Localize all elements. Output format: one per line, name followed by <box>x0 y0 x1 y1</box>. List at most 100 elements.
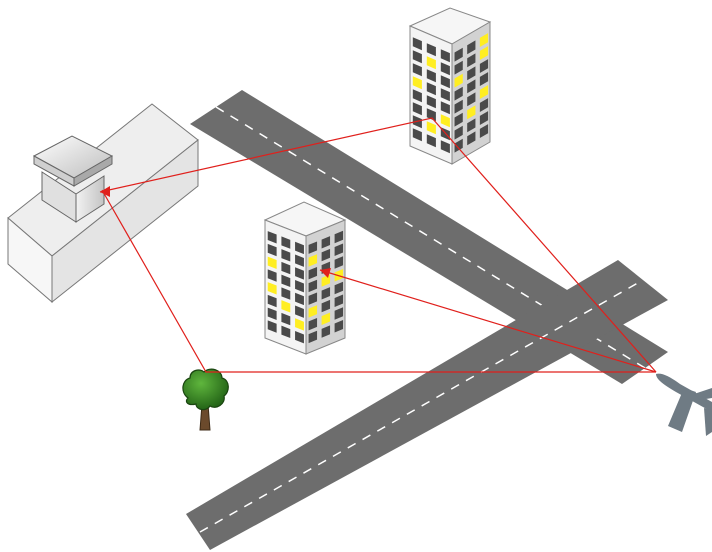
tall-building-back-window <box>440 101 450 115</box>
tall-building-front-window <box>308 241 318 254</box>
tree <box>182 368 229 431</box>
tall-building-back-window <box>479 59 489 73</box>
tall-building-back-window <box>412 102 422 116</box>
tall-building-front-window <box>267 282 277 295</box>
tall-building-front-window <box>281 274 291 288</box>
tall-building-front-window <box>267 320 277 333</box>
tall-building-front-window <box>334 307 344 320</box>
aircraft-wing <box>668 388 696 432</box>
tall-building-front-window <box>281 312 291 326</box>
tall-building-front-window <box>295 279 304 293</box>
signal-path-via-back-building <box>99 117 657 373</box>
tall-building-front-window <box>267 231 277 244</box>
tall-building-front-window <box>281 325 291 339</box>
signal-paths <box>99 117 657 373</box>
tall-building-back-window <box>467 105 476 120</box>
tall-building-front-window <box>308 330 318 344</box>
tall-building-back-window <box>479 85 489 99</box>
tall-building-back-window <box>412 76 422 90</box>
tall-building-back-window <box>479 98 489 112</box>
tall-building-front-window <box>334 230 344 244</box>
tall-building-front-window <box>295 305 304 318</box>
tall-building-back-window <box>467 131 476 146</box>
arrowhead-front-building <box>320 268 331 278</box>
tall-building-front-window <box>295 241 304 255</box>
tall-building-front-window <box>321 312 331 326</box>
tall-building-front <box>263 201 347 355</box>
tall-building-back-window <box>479 46 489 60</box>
tall-building-back-window <box>426 134 436 148</box>
runway-2-surface <box>186 260 668 550</box>
tall-building-front-window <box>308 279 318 293</box>
tall-building-back-window <box>479 124 489 138</box>
tall-building-front-window <box>281 249 291 262</box>
tall-building-front-window <box>267 243 277 257</box>
tall-building-back-window <box>467 92 476 107</box>
tall-building-back-window <box>440 49 450 63</box>
tall-building-front-window <box>308 254 318 267</box>
tall-building-back-window <box>467 79 476 94</box>
tall-building-back-window <box>412 128 422 142</box>
tall-building-front-window <box>321 299 331 313</box>
tall-building-front-window <box>308 292 318 305</box>
runway-2 <box>186 260 668 550</box>
tall-building-front-window <box>321 287 331 300</box>
tall-building-front-window <box>281 300 291 313</box>
tower-body-right <box>75 175 105 223</box>
tall-building-back-window <box>479 33 489 47</box>
tall-building-front-window <box>334 256 344 269</box>
tall-building-front-window <box>295 267 304 280</box>
tall-building-back-window <box>426 108 436 122</box>
tall-building-front-window <box>281 261 291 275</box>
tall-building-front-window <box>281 236 291 249</box>
tall-building-back-window <box>440 114 450 128</box>
tall-building-back-window <box>454 112 463 127</box>
tall-building-front-window <box>334 281 344 295</box>
aircraft-wing-upper <box>694 388 712 400</box>
tall-building-front-window <box>321 236 331 249</box>
tall-building-back-window <box>426 121 436 135</box>
tall-building-back-window <box>440 62 450 76</box>
tall-building-back-window <box>440 75 450 89</box>
tall-building-front-window <box>308 317 318 331</box>
tall-building-back-window <box>467 66 476 81</box>
signal-arrowheads <box>100 186 331 278</box>
control-building <box>7 103 199 304</box>
tall-building-back-window <box>426 82 436 96</box>
signal-path-to-front-building <box>319 269 657 373</box>
tall-building-back-window <box>454 60 463 75</box>
tall-building-back-window <box>412 63 422 77</box>
tall-building-back-window <box>440 140 450 154</box>
tall-building-back-window <box>454 99 463 114</box>
tall-building-back-window <box>479 72 489 86</box>
tall-building-front-window <box>295 254 304 267</box>
tall-building-front-window <box>308 305 318 318</box>
tall-building-back-window <box>454 73 463 88</box>
tall-building-back-window <box>467 118 476 133</box>
aircraft-tail <box>704 408 712 436</box>
tall-building-back-window <box>454 86 463 101</box>
tall-building-front-window <box>267 294 277 308</box>
tall-building-front-window <box>334 243 344 256</box>
tree-foliage <box>182 368 229 411</box>
tall-building-front-window <box>321 325 331 338</box>
tall-building-back-window <box>440 88 450 102</box>
tall-building-front-window <box>267 269 277 282</box>
arrowhead-control-building <box>100 186 110 197</box>
tall-building-back-window <box>467 40 476 55</box>
tall-building-front-window <box>334 294 344 307</box>
tall-building-front-window <box>334 320 344 333</box>
tall-building-back-window <box>454 47 463 62</box>
tall-building-front-window <box>295 318 304 331</box>
signal-path-via-tree <box>101 189 656 373</box>
aircraft <box>656 373 712 436</box>
tall-building-back-window <box>412 37 422 51</box>
tall-building-back <box>408 7 492 165</box>
tall-building-front-window <box>281 287 291 300</box>
tall-building-back-window <box>426 69 436 83</box>
control-building-side <box>51 138 199 304</box>
tall-building-back-window <box>454 138 463 153</box>
tall-building-back-window <box>412 50 422 64</box>
tall-building-back-window <box>426 56 436 70</box>
